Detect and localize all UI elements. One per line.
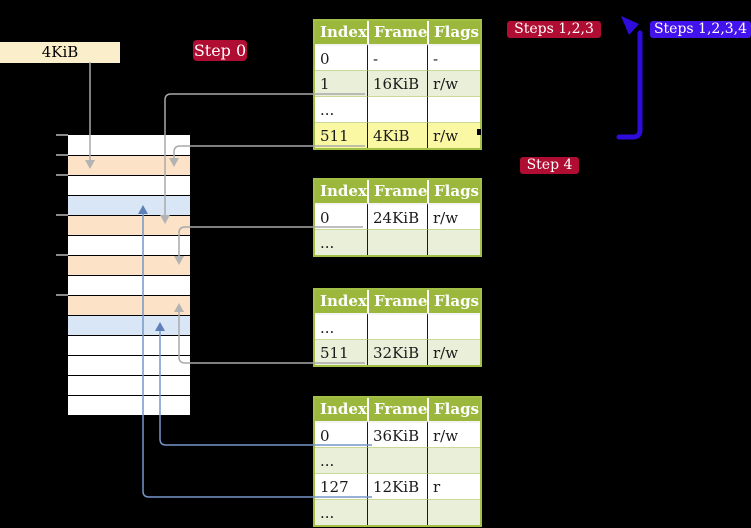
table-cell bbox=[367, 229, 427, 255]
recursive-loop-arrow bbox=[616, 30, 643, 140]
memory-row-52kib bbox=[68, 395, 190, 415]
memory-row-4kib bbox=[68, 155, 190, 175]
table-cell: 511 bbox=[315, 122, 367, 148]
table-cell: ... bbox=[315, 313, 367, 339]
table-cell: 32KiB bbox=[367, 339, 427, 365]
header-cell-flags: Flags bbox=[427, 398, 480, 421]
memory-row-36kib bbox=[68, 315, 190, 335]
table-cell: 4KiB bbox=[367, 122, 427, 148]
header-cell-flags: Flags bbox=[427, 21, 480, 44]
table-cell: ... bbox=[315, 96, 367, 122]
table-cell: ... bbox=[315, 499, 367, 525]
table-cell: ... bbox=[315, 447, 367, 473]
memory-row-44kib bbox=[68, 355, 190, 375]
table-cell bbox=[367, 313, 427, 339]
table-row: ... bbox=[315, 313, 480, 339]
memory-row-8kib bbox=[68, 175, 190, 195]
header-cell-index: Index bbox=[315, 290, 367, 313]
table-row: ... bbox=[315, 229, 480, 255]
table-cell: r/w bbox=[427, 421, 480, 447]
table-cell: - bbox=[367, 44, 427, 70]
table-cell bbox=[427, 313, 480, 339]
memory-row-32kib bbox=[68, 295, 190, 315]
table-cell: 127 bbox=[315, 473, 367, 499]
table-cell: 12KiB bbox=[367, 473, 427, 499]
recursive-loop-arrow-arrowhead bbox=[621, 16, 639, 35]
table-cell: 1 bbox=[315, 70, 367, 96]
header-cell-index: Index bbox=[315, 398, 367, 421]
table-cell: 0 bbox=[315, 44, 367, 70]
table-cell: r/w bbox=[427, 203, 480, 229]
table-cell: 36KiB bbox=[367, 421, 427, 447]
table-cell bbox=[367, 499, 427, 525]
table-row: ... bbox=[315, 96, 480, 122]
table-cell: r/w bbox=[427, 339, 480, 365]
header-cell-frame: Frame bbox=[367, 398, 427, 421]
header-cell-flags: Flags bbox=[427, 290, 480, 313]
table-row: ... bbox=[315, 499, 480, 525]
table-cell: - bbox=[427, 44, 480, 70]
table-cell bbox=[427, 96, 480, 122]
table-cell: 511 bbox=[315, 339, 367, 365]
badge-steps-1-2-3-4: Steps 1,2,3,4 bbox=[650, 21, 751, 38]
table-cell: 0 bbox=[315, 421, 367, 447]
header-cell-flags: Flags bbox=[427, 180, 480, 203]
memory-row-40kib bbox=[68, 335, 190, 355]
memory-row-12kib bbox=[68, 195, 190, 215]
table-row: ... bbox=[315, 447, 480, 473]
table-cell bbox=[427, 229, 480, 255]
memory-row-24kib bbox=[68, 255, 190, 275]
memory-row-48kib bbox=[68, 375, 190, 395]
table-cell: r/w bbox=[427, 70, 480, 96]
badge-steps-1-2-3: Steps 1,2,3 bbox=[507, 21, 601, 38]
header-cell-frame: Frame bbox=[367, 180, 427, 203]
memory-row-28kib bbox=[68, 275, 190, 295]
table-cell bbox=[427, 447, 480, 473]
table-cell bbox=[367, 447, 427, 473]
memory-row-0kib bbox=[68, 135, 190, 155]
table-cell: 16KiB bbox=[367, 70, 427, 96]
memory-row-16kib bbox=[68, 215, 190, 235]
table-cell: r/w bbox=[427, 122, 480, 148]
header-cell-frame: Frame bbox=[367, 290, 427, 313]
badge-step-4: Step 4 bbox=[520, 157, 579, 174]
table-cell: r bbox=[427, 473, 480, 499]
table-row: 0-- bbox=[315, 44, 480, 70]
page-size-label: 4KiB bbox=[0, 42, 120, 63]
header-cell-index: Index bbox=[315, 21, 367, 44]
table-cell: 0 bbox=[315, 203, 367, 229]
memory-row-20kib bbox=[68, 235, 190, 255]
table-cell: ... bbox=[315, 229, 367, 255]
physical-memory-column bbox=[68, 135, 190, 415]
header-cell-index: Index bbox=[315, 180, 367, 203]
table-cell bbox=[427, 499, 480, 525]
table-cell: 24KiB bbox=[367, 203, 427, 229]
header-cell-frame: Frame bbox=[367, 21, 427, 44]
table-cell bbox=[367, 96, 427, 122]
table1-edge-dash bbox=[477, 129, 481, 135]
badge-step-0: Step 0 bbox=[193, 40, 247, 61]
